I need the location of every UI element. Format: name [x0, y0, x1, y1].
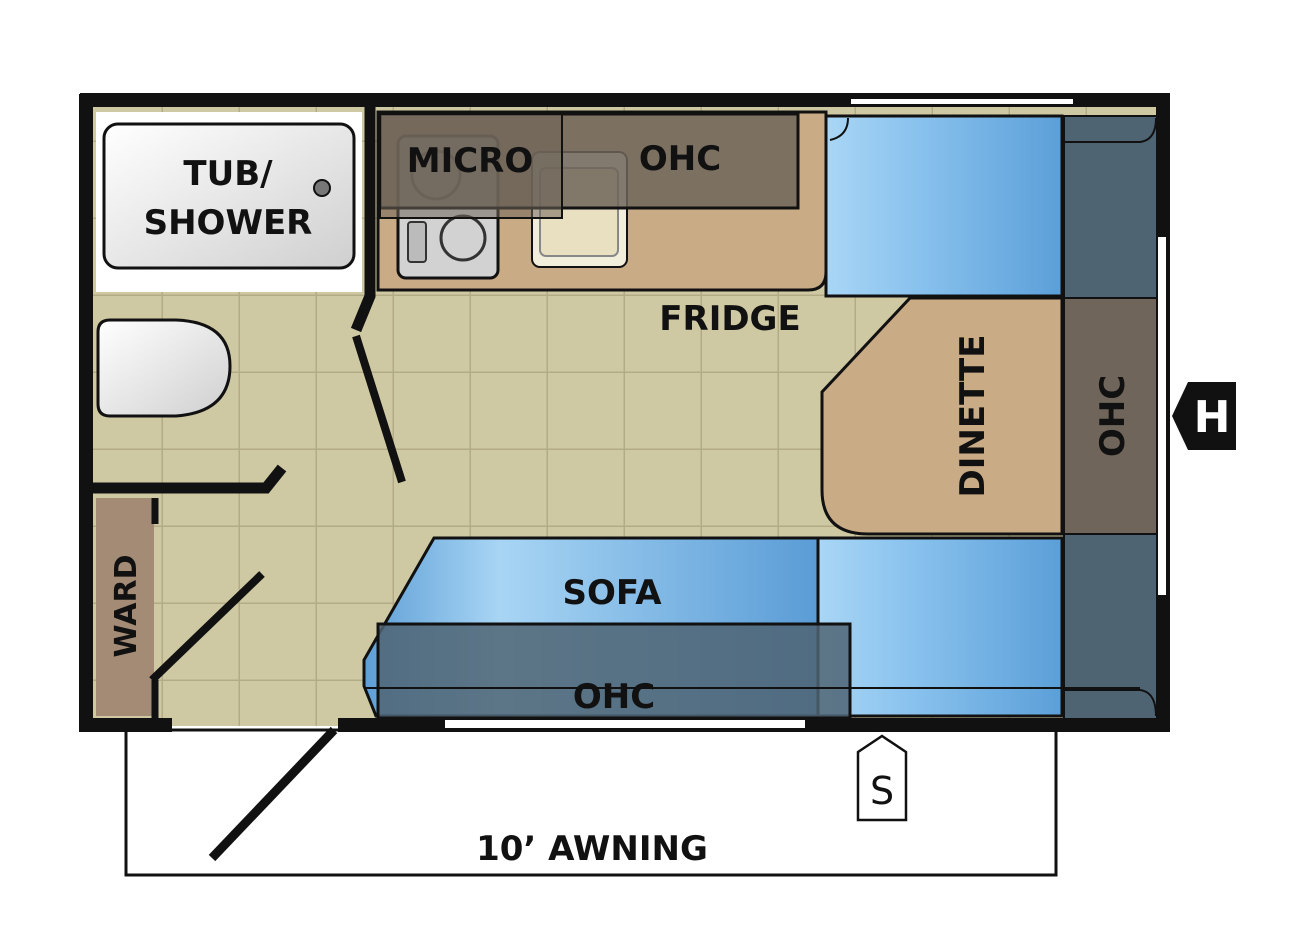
dinette-bench-bottom [816, 536, 1064, 718]
ward-label: WARD [109, 555, 144, 658]
hitch-marker-label: H [1194, 392, 1231, 443]
ohc-front-center [1063, 297, 1159, 535]
cooktop-knobs [407, 221, 427, 263]
bath-door [352, 334, 406, 484]
service-marker-label: S [870, 769, 894, 813]
dinette-table [820, 296, 1064, 536]
interior-wall-bath-bottom [90, 464, 287, 494]
window-bottom [443, 718, 807, 730]
awning-label: 10’ AWNING [476, 829, 708, 869]
tub-shower-label-line1: TUB/ [183, 154, 273, 194]
bench-cushion-line [829, 117, 849, 141]
interior-wall-bath [350, 106, 376, 333]
wardrobe-door [149, 571, 265, 683]
service-marker-icon [856, 734, 908, 822]
tub-shower [102, 122, 356, 270]
ohc-line [1064, 689, 1157, 717]
hitch-marker-icon [1172, 382, 1236, 450]
window-top [849, 97, 1075, 106]
window-right [1156, 235, 1168, 597]
dinette-label: DINETTE [953, 335, 993, 498]
ohc-kitchen-label: OHC [639, 139, 721, 179]
ohc-line [1064, 117, 1157, 143]
fridge-label: FRIDGE [659, 299, 800, 339]
micro-cabinet [379, 113, 563, 219]
drain-icon [313, 179, 331, 197]
toilet [96, 318, 232, 418]
ohc-sofa-cabinet [376, 622, 852, 720]
entry-door [208, 726, 338, 862]
ohc-front-label: OHC [1093, 375, 1133, 457]
ohc-sofa-label: OHC [573, 677, 655, 717]
wardrobe [96, 498, 154, 716]
tub-shower-label-line2: SHOWER [144, 203, 313, 243]
dinette-bench-top [824, 114, 1064, 298]
micro-label: MICRO [407, 141, 534, 181]
sofa-label: SOFA [562, 573, 662, 613]
